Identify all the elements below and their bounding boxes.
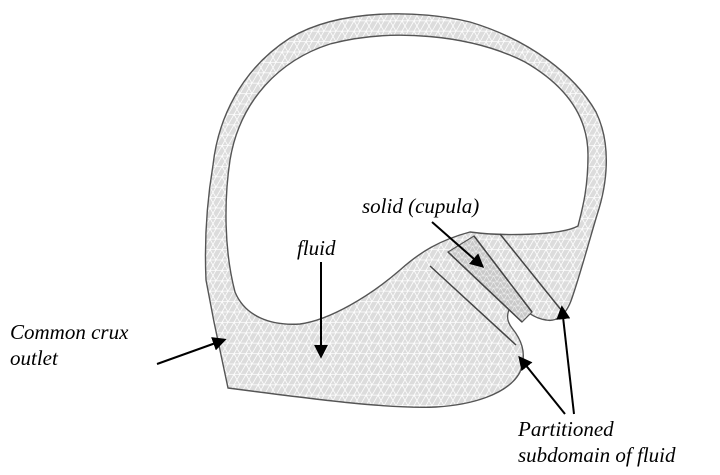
- arrow-partition-2: [562, 308, 574, 414]
- common-crux-outlet-label: Common crux outlet: [10, 319, 128, 371]
- common-crux-outlet-label-line1: Common crux: [10, 319, 128, 345]
- fluid-label: fluid: [297, 235, 336, 261]
- common-crux-outlet-label-line2: outlet: [10, 345, 128, 371]
- partitioned-subdomain-label-line1: Partitioned: [518, 416, 676, 442]
- partitioned-subdomain-label-line2: subdomain of fluid: [518, 442, 676, 468]
- arrow-partition-1: [520, 358, 565, 414]
- solid-cupula-label: solid (cupula): [362, 193, 479, 219]
- partitioned-subdomain-label: Partitioned subdomain of fluid: [518, 416, 676, 468]
- arrow-crux: [157, 340, 224, 364]
